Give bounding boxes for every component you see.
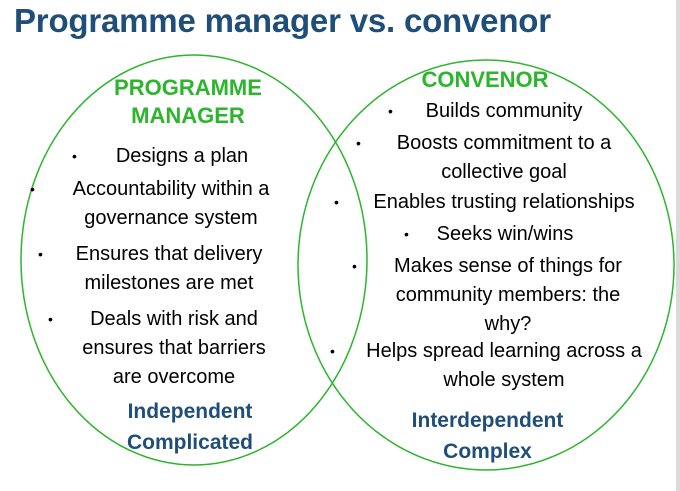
- list-item-text: Builds community: [425, 100, 583, 122]
- list-item-text: Designs a plan: [115, 145, 249, 167]
- programme-manager-heading: PROGRAMME MANAGER: [108, 74, 268, 130]
- list-item: • Designs a plan: [72, 142, 266, 171]
- bullet-icon: •: [356, 135, 361, 151]
- bullet-icon: •: [404, 226, 409, 242]
- list-item-text: Enables trusting relationships: [373, 191, 635, 213]
- list-item-text: are overcome: [112, 366, 236, 388]
- list-item-text: milestones are met: [84, 272, 254, 294]
- convenor-tag: Interdependent Complex: [395, 405, 580, 467]
- left-circle: [20, 54, 368, 466]
- list-item-text: Boosts commitment to a: [396, 132, 612, 154]
- list-item-text: Ensures that delivery: [75, 243, 263, 265]
- list-item: • Boosts commitment to a collective goal: [356, 129, 630, 187]
- programme-manager-tag: Independent Complicated: [105, 396, 275, 458]
- list-item-text: governance system: [84, 207, 258, 229]
- bullet-icon: •: [352, 258, 357, 274]
- list-item: • Makes sense of things for community me…: [352, 252, 642, 339]
- bullet-icon: •: [30, 181, 35, 197]
- tag-line: Complex: [443, 440, 532, 463]
- list-item: • Builds community: [388, 97, 598, 126]
- list-item-text: Deals with risk and: [90, 308, 258, 330]
- convenor-heading: CONVENOR: [421, 67, 549, 92]
- list-item: • Helps spread learning across a whole s…: [330, 337, 656, 395]
- list-item: • Seeks win/wins: [404, 220, 584, 249]
- list-item: • Ensures that delivery milestones are m…: [38, 240, 278, 298]
- list-item-text: Accountability within a: [72, 178, 270, 200]
- heading-line: PROGRAMME: [114, 75, 262, 100]
- list-item-text: ensures that barriers: [82, 337, 266, 359]
- bullet-icon: •: [48, 311, 53, 327]
- list-item-text: Makes sense of things for: [394, 255, 622, 277]
- list-item-text: Helps spread learning across a: [366, 340, 642, 362]
- bullet-icon: •: [388, 103, 393, 119]
- slide-edge: [676, 0, 680, 491]
- bullet-icon: •: [38, 246, 43, 262]
- tag-line: Complicated: [126, 431, 254, 454]
- list-item-text: community members: the: [395, 284, 621, 306]
- list-item-text: whole system: [443, 369, 565, 391]
- bullet-icon: •: [72, 148, 77, 164]
- list-item-text: collective goal: [441, 161, 567, 183]
- list-item: • Deals with risk and ensures that barri…: [48, 305, 278, 392]
- tag-line: Interdependent: [411, 409, 564, 432]
- list-item-text: why?: [484, 313, 532, 335]
- heading-line: MANAGER: [131, 103, 245, 128]
- bullet-icon: •: [330, 343, 335, 359]
- bullet-icon: •: [334, 194, 339, 210]
- list-item-text: Seeks win/wins: [436, 223, 574, 245]
- list-item: • Accountability within a governance sys…: [30, 175, 290, 233]
- list-item: • Enables trusting relationships: [334, 188, 652, 217]
- tag-line: Independent: [127, 400, 253, 423]
- slide-title: Programme manager vs. convenor: [14, 2, 551, 39]
- right-circle: [297, 59, 675, 471]
